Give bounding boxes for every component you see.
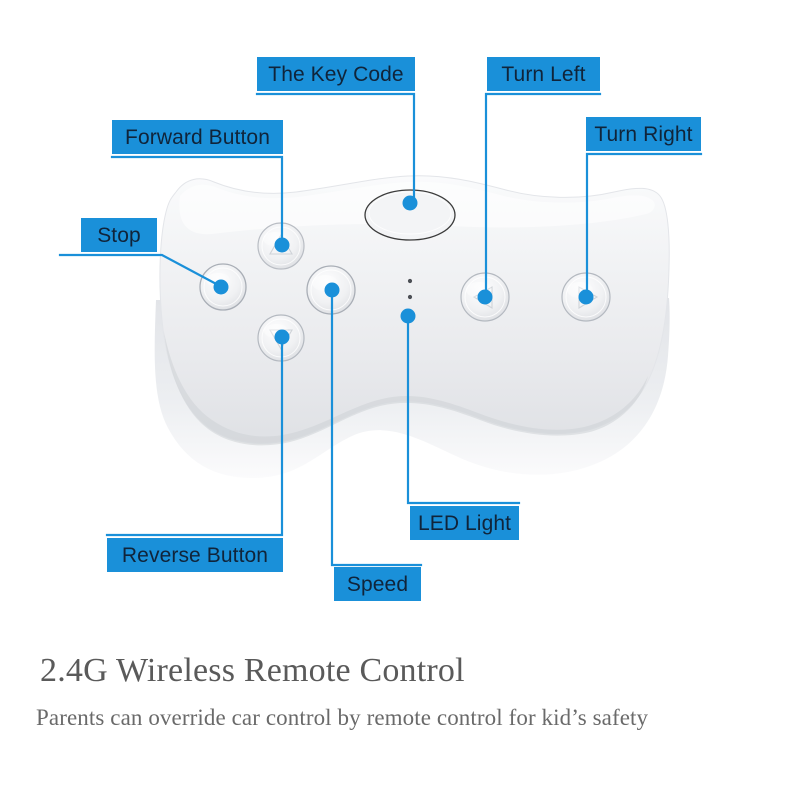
led-indicator-dot-1 [407, 278, 413, 284]
product-subtitle: Parents can override car control by remo… [36, 705, 649, 730]
remote-control-diagram [58, 92, 703, 567]
leader-turn-left [484, 92, 602, 299]
marker-dot-turn-left [477, 289, 493, 305]
callout-label-text: Reverse Button [121, 543, 269, 567]
marker-dot-speed [324, 282, 340, 298]
callout-label-text: The Key Code [268, 62, 404, 86]
callout-led-light[interactable]: LED Light [410, 506, 519, 540]
callout-reverse-button[interactable]: Reverse Button [107, 538, 283, 572]
callout-label-text: Forward Button [125, 125, 270, 149]
callout-label-text: Turn Right [594, 122, 693, 146]
leader-reverse-button [105, 335, 284, 537]
callout-forward-button[interactable]: Forward Button [112, 120, 283, 154]
leader-speed [330, 288, 423, 567]
callout-speed[interactable]: Speed [334, 567, 421, 601]
callout-label-text: Stop [97, 223, 141, 247]
leader-stop [58, 253, 222, 288]
led-indicator-dot-2 [407, 294, 413, 300]
caption-block: 2.4G Wireless Remote Control Parents can… [0, 640, 800, 800]
marker-dot-reverse-button [274, 329, 290, 345]
key-code-button-shape [364, 189, 456, 241]
leader-forward-button [110, 155, 284, 247]
marker-dot-the-key-code [402, 195, 418, 211]
callout-label-text: Turn Left [501, 62, 586, 86]
callout-the-key-code[interactable]: The Key Code [257, 57, 415, 91]
marker-dot-stop [213, 279, 229, 295]
leader-turn-right [585, 152, 703, 299]
marker-dot-led-light [400, 308, 416, 324]
callout-stop[interactable]: Stop [81, 218, 157, 252]
leader-led-light [406, 314, 521, 505]
product-title: 2.4G Wireless Remote Control [40, 652, 465, 689]
marker-dot-turn-right [578, 289, 594, 305]
callout-label-text: Speed [346, 572, 409, 596]
callout-turn-right[interactable]: Turn Right [586, 117, 701, 151]
leader-the-key-code [255, 92, 416, 205]
callout-label-text: LED Light [417, 511, 512, 535]
marker-dot-forward-button [274, 237, 290, 253]
callout-turn-left[interactable]: Turn Left [487, 57, 600, 91]
